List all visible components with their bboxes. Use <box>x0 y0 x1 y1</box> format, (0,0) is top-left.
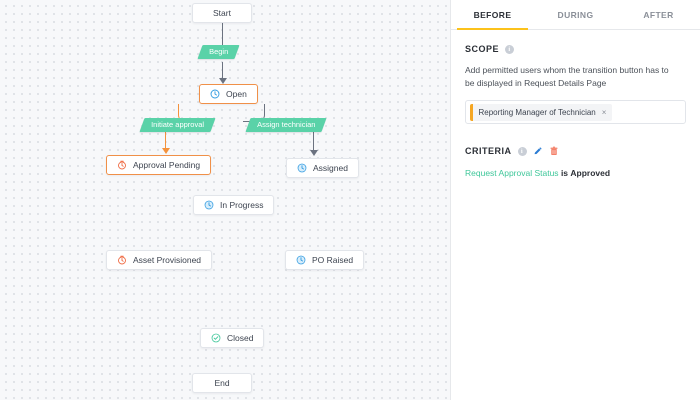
tab-before[interactable]: BEFORE <box>451 0 534 30</box>
scope-section-header: SCOPE i <box>465 44 686 54</box>
criteria-expression[interactable]: Request Approval Status is Approved <box>465 168 686 178</box>
node-assigned-label: Assigned <box>313 162 348 173</box>
info-icon[interactable]: i <box>517 146 527 156</box>
arrow-into-approval-pending <box>161 148 170 154</box>
tab-during-label: DURING <box>557 9 594 20</box>
node-in-progress[interactable]: In Progress <box>193 195 275 215</box>
tab-after-label: AFTER <box>643 9 674 20</box>
edge-assign-to-assigned <box>313 131 315 153</box>
info-icon[interactable]: i <box>505 44 515 54</box>
tab-after[interactable]: AFTER <box>617 0 700 29</box>
clock-blue-icon <box>204 200 214 210</box>
scope-users-field[interactable]: Reporting Manager of Technician × <box>465 100 686 125</box>
node-in-progress-label: In Progress <box>220 199 264 210</box>
node-open[interactable]: Open <box>199 84 258 104</box>
clock-orange-icon <box>117 255 127 265</box>
clock-blue-icon <box>210 89 220 99</box>
arrow-into-open <box>218 78 227 84</box>
tab-during[interactable]: DURING <box>534 0 617 29</box>
transition-begin[interactable]: Begin <box>197 45 240 59</box>
transition-properties-panel: BEFORE DURING AFTER SCOPE i Add permitte… <box>450 0 700 400</box>
arrow-into-assigned <box>309 150 318 156</box>
criteria-field: Request Approval Status <box>465 168 559 179</box>
clock-orange-icon <box>117 160 127 170</box>
node-asset-provisioned-label: Asset Provisioned <box>133 254 202 265</box>
trash-icon[interactable] <box>549 146 559 156</box>
transition-initiate-approval-label: Initiate approval <box>151 120 204 130</box>
close-icon[interactable]: × <box>601 107 607 117</box>
scope-chip[interactable]: Reporting Manager of Technician × <box>470 103 613 121</box>
node-open-label: Open <box>226 88 247 99</box>
panel-tabs: BEFORE DURING AFTER <box>451 0 700 30</box>
workflow-canvas[interactable]: Begin Initiate approval Assign technicia… <box>0 0 450 400</box>
node-approval-pending[interactable]: Approval Pending <box>106 155 212 175</box>
pencil-icon[interactable] <box>533 146 543 156</box>
node-assigned[interactable]: Assigned <box>286 158 359 178</box>
scope-chip-label: Reporting Manager of Technician <box>478 107 596 117</box>
clock-blue-icon <box>297 163 307 173</box>
node-closed-label: Closed <box>227 332 254 343</box>
transition-begin-label: Begin <box>209 47 229 57</box>
transition-initiate-approval[interactable]: Initiate approval <box>139 118 216 132</box>
clock-blue-icon <box>296 255 306 265</box>
criteria-value: Approved <box>570 168 611 179</box>
scope-description: Add permitted users whom the transition … <box>465 65 669 89</box>
edge-begin-to-open <box>222 62 224 81</box>
tab-before-label: BEFORE <box>473 9 512 20</box>
check-green-icon <box>211 333 221 343</box>
node-closed[interactable]: Closed <box>200 328 265 348</box>
transition-assign-technician-label: Assign technician <box>257 120 316 130</box>
panel-body: SCOPE i Add permitted users whom the tra… <box>451 30 700 178</box>
node-asset-provisioned[interactable]: Asset Provisioned <box>106 250 213 270</box>
node-approval-pending-label: Approval Pending <box>133 159 201 170</box>
node-po-raised[interactable]: PO Raised <box>285 250 365 270</box>
node-po-raised-label: PO Raised <box>312 254 354 265</box>
edge-start-to-begin <box>222 22 224 48</box>
transition-assign-technician[interactable]: Assign technician <box>245 118 327 132</box>
node-start-label: Start <box>213 7 231 18</box>
node-end-label: End <box>214 377 230 388</box>
edge-initiate-to-approval <box>165 131 167 151</box>
node-start[interactable]: Start <box>192 3 252 23</box>
scope-title: SCOPE <box>465 44 500 54</box>
node-end[interactable]: End <box>192 373 252 393</box>
criteria-operator: is <box>560 168 569 179</box>
chip-accent-bar <box>470 103 473 121</box>
criteria-section-header: CRITERIA i <box>465 146 686 156</box>
criteria-title: CRITERIA <box>465 146 512 157</box>
